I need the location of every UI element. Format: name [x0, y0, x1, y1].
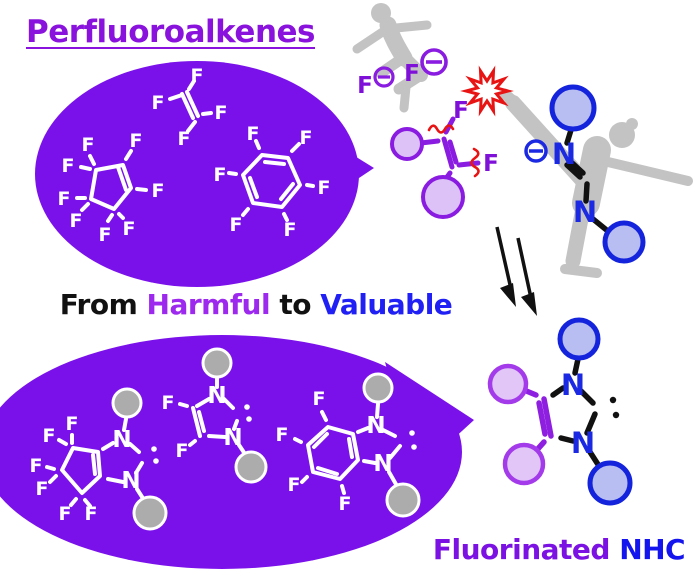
- fluorine-label: F: [300, 127, 313, 149]
- nitrogen-label: N: [366, 413, 385, 439]
- fluorine-label: F: [59, 503, 72, 525]
- substituent-circle: [557, 317, 601, 361]
- nitrogen-label: N: [207, 383, 226, 409]
- product-label-fluorinated: Fluorinated: [432, 533, 611, 566]
- tagline-to: to: [279, 288, 311, 321]
- fluorine-label: F: [58, 188, 71, 210]
- fluoride-anions: F F: [357, 48, 448, 99]
- nitrogen-label: N: [561, 368, 585, 402]
- thrown-figure-silhouette: [352, 3, 432, 113]
- nitrogen-label: N: [223, 425, 242, 451]
- fluorine-label: F: [191, 65, 204, 87]
- fluorine-label: F: [176, 440, 189, 462]
- tetrafluoro-benzimidazolylidene-structure: N N F F F F: [276, 372, 421, 518]
- fluorine-label: F: [66, 413, 79, 435]
- bond-cleavage-squiggle: [470, 147, 480, 178]
- carbene-lone-pair: [609, 396, 617, 404]
- substituent-circle: [390, 127, 424, 161]
- fused-bicyclic-nhc-structure: N N F F F F F F: [30, 387, 168, 531]
- fluorine-label: F: [178, 128, 191, 150]
- carbene-lone-pair: [409, 430, 415, 436]
- fluorine-label: F: [152, 92, 165, 114]
- page-title: Perfluoroalkenes: [26, 14, 316, 50]
- carbene-lone-pair: [244, 404, 250, 410]
- substituent-circle: [132, 495, 168, 531]
- bond-cleavage-squiggle: [427, 124, 455, 134]
- product-label: Fluorinated NHC: [418, 533, 700, 566]
- fluorine-label: F: [230, 214, 243, 236]
- tagline: From Harmful to Valuable: [50, 288, 462, 321]
- fluorine-label: F: [453, 98, 469, 124]
- product-label-nhc: NHC: [619, 533, 686, 566]
- substituent-circle: [421, 175, 465, 219]
- reaction-arrows: [495, 226, 537, 316]
- fluorine-label: F: [82, 134, 95, 156]
- fluorine-label: F: [123, 218, 136, 240]
- fluorine-label: F: [276, 424, 289, 446]
- fluorine-label: F: [85, 503, 98, 525]
- fluorine-label: F: [214, 164, 227, 186]
- carbene-lone-pair: [151, 446, 157, 452]
- perfluorocyclopentene-structure: F F F F F F F F: [58, 130, 165, 246]
- fluorine-label: F: [162, 392, 175, 414]
- nitrogen-label: N: [112, 427, 131, 453]
- fluorine-label: F: [288, 474, 301, 496]
- substituent-circle: [587, 460, 633, 506]
- tetrafluoroethylene-structure: F F F F: [152, 65, 228, 150]
- tagline-valuable: Valuable: [320, 288, 453, 321]
- fluorine-label: F: [247, 123, 260, 145]
- minus-charge-icon: [373, 66, 395, 88]
- nitrogen-label: N: [571, 426, 595, 460]
- fluorine-label: F: [318, 177, 331, 199]
- fluorine-label: F: [99, 224, 112, 246]
- fluorine-label: F: [215, 102, 228, 124]
- product-fluorinated-nhc: N N: [487, 317, 633, 506]
- substituent-circle: [234, 450, 268, 484]
- fluorine-label: F: [152, 180, 165, 202]
- amidinate-anion: N N: [524, 84, 646, 264]
- impact-starburst-icon: [460, 65, 514, 117]
- tagline-from: From: [59, 288, 138, 321]
- nitrogen-label: N: [373, 451, 392, 477]
- fluorine-label: F: [43, 425, 56, 447]
- fluorinated-nhc-bubble: N N F F F F F F N N F: [0, 335, 474, 569]
- fluorine-label: F: [36, 478, 49, 500]
- fluorine-label: F: [62, 155, 75, 177]
- nitrogen-label: N: [121, 468, 140, 494]
- nitrogen-label: N: [573, 195, 597, 229]
- fluorine-label: F: [339, 493, 352, 515]
- perfluoroalkenes-bubble: F F F F F F F F F F F F: [35, 61, 374, 287]
- substituent-circle: [487, 363, 529, 405]
- minus-charge-icon: [420, 48, 448, 76]
- substituent-circle: [385, 482, 421, 518]
- substituent-circle: [549, 84, 597, 132]
- substituent-circle: [362, 372, 394, 404]
- minus-charge-icon: [524, 139, 548, 163]
- substituent-circle: [602, 220, 646, 264]
- difluoro-imidazolylidene-structure: N N F F: [162, 347, 268, 484]
- substituent-circle: [111, 387, 143, 419]
- hexafluorobenzene-structure: F F F F F F: [214, 123, 331, 241]
- fluorine-label: F: [284, 219, 297, 241]
- fluorine-label: F: [313, 388, 326, 410]
- tagline-harmful: Harmful: [146, 288, 271, 321]
- kicker-figure-silhouette: [499, 88, 693, 278]
- fluorine-label: F: [483, 151, 499, 177]
- fluoride-anion-label: F: [404, 61, 420, 87]
- fluoroalkene-under-attack: F F: [390, 98, 499, 219]
- nitrogen-label: N: [552, 137, 576, 171]
- fluorine-label: F: [70, 210, 83, 232]
- substituent-circle: [502, 442, 546, 486]
- fluoride-anion-label: F: [357, 73, 373, 99]
- fluorine-label: F: [130, 130, 143, 152]
- substituent-circle: [201, 347, 233, 379]
- fluorine-label: F: [30, 455, 43, 477]
